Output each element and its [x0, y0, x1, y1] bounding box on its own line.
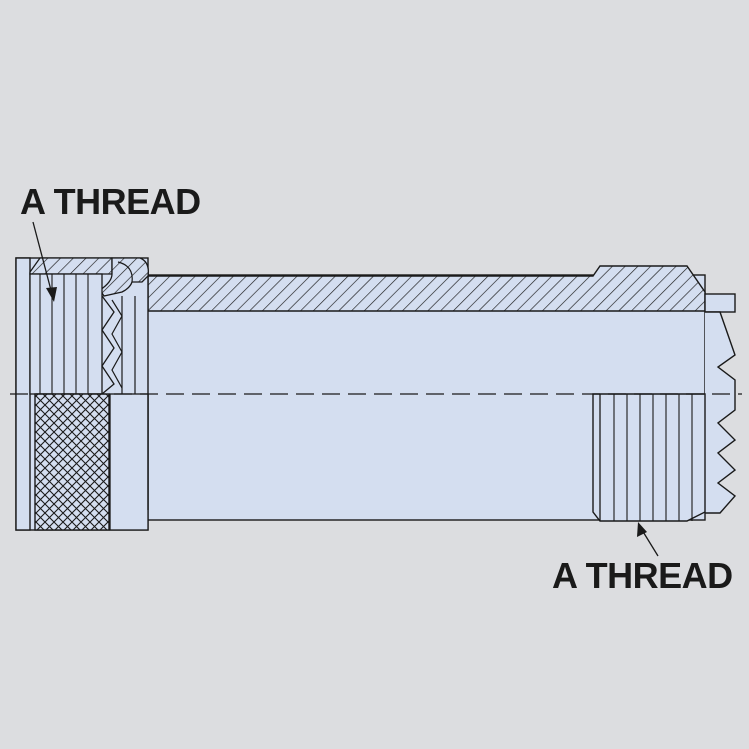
coupling-nut-section [29, 257, 149, 297]
right-thread-callout: A THREAD [552, 555, 733, 596]
right-external-thread [592, 393, 706, 522]
right-thread-leader-arrow [637, 522, 659, 557]
left-internal-thread [29, 273, 136, 395]
knurled-grip [34, 393, 110, 531]
right-end-cap [704, 293, 737, 514]
left-thread-leader-arrow [32, 221, 57, 302]
left-thread-callout: A THREAD [20, 181, 201, 222]
barrel-wall-section [147, 265, 706, 312]
